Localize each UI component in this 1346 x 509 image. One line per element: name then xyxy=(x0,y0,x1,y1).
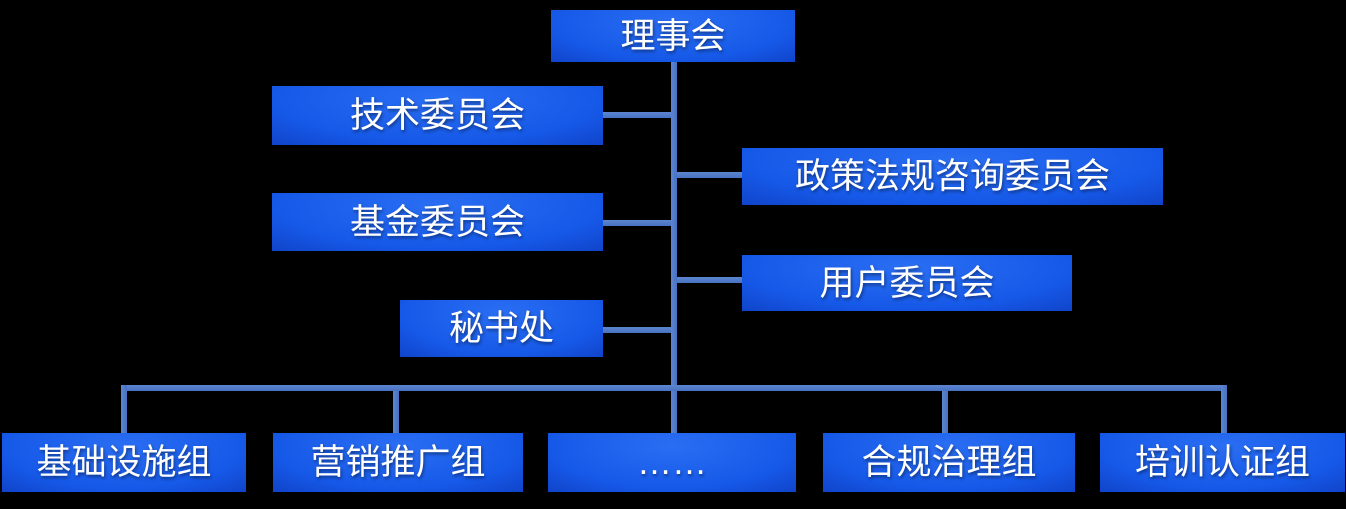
connector-policy-committee xyxy=(677,172,742,178)
org-node-secretariat: 秘书处 xyxy=(400,300,603,357)
org-node-training-group: 培训认证组 xyxy=(1100,433,1345,492)
org-node-marketing-group: 营销推广组 xyxy=(273,433,523,492)
connector-drop-ellipsis xyxy=(671,391,677,433)
connector-drop-compliance xyxy=(942,391,948,433)
org-node-tech-committee: 技术委员会 xyxy=(272,86,603,145)
org-node-ellipsis-group: …… xyxy=(548,433,796,492)
org-node-user-committee: 用户委员会 xyxy=(742,255,1072,311)
connector-drop-marketing xyxy=(393,391,399,433)
org-node-infrastructure-group: 基础设施组 xyxy=(2,433,246,492)
org-node-board: 理事会 xyxy=(551,10,795,62)
org-node-policy-committee: 政策法规咨询委员会 xyxy=(742,148,1163,205)
connector-trunk-vertical xyxy=(671,61,677,391)
org-node-fund-committee: 基金委员会 xyxy=(272,193,603,251)
connector-user-committee xyxy=(677,277,742,283)
connector-groups-horizontal xyxy=(121,385,1227,391)
org-node-compliance-group: 合规治理组 xyxy=(823,433,1075,492)
connector-tech-committee xyxy=(603,112,671,118)
connector-drop-training xyxy=(1221,385,1227,433)
connector-drop-infrastructure xyxy=(121,385,127,433)
connector-fund-committee xyxy=(603,220,671,226)
connector-secretariat xyxy=(603,327,671,333)
